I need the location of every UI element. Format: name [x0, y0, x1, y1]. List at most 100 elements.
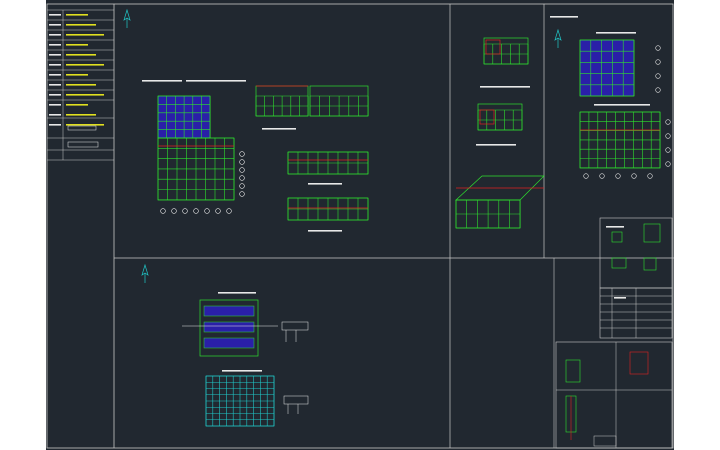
isometric-view-1	[483, 37, 529, 65]
title-row-label	[49, 84, 61, 86]
grid-axis-bubble	[665, 133, 671, 139]
grid-axis-bubble	[239, 191, 245, 197]
grid-axis-bubble	[239, 159, 245, 165]
foundation-plan-title	[222, 370, 262, 372]
title-row-label	[49, 34, 61, 36]
title-row-value	[66, 64, 104, 66]
grid-axis-bubble	[665, 119, 671, 125]
grid-axis-bubble	[665, 161, 671, 167]
isometric-caption	[480, 86, 530, 88]
elevation-caption	[262, 128, 296, 130]
grid-axis-bubble	[655, 87, 661, 93]
plan-title	[186, 80, 246, 82]
grid-axis-bubble	[665, 147, 671, 153]
grid-axis-bubble	[239, 167, 245, 173]
isometric-frame-grid	[455, 199, 521, 229]
title-stamp-box	[67, 141, 99, 148]
title-row-label	[49, 54, 61, 56]
title-row-value	[66, 44, 88, 46]
plan-title	[142, 80, 182, 82]
isometric-view-1-highlight	[485, 39, 501, 55]
connection-detail	[629, 351, 649, 375]
title-row-label	[49, 124, 61, 126]
title-row-label	[49, 64, 61, 66]
cad-drawing-canvas[interactable]	[46, 0, 674, 450]
title-row-label	[49, 74, 61, 76]
foundation-plan-2-grid	[205, 375, 275, 427]
title-row-value	[66, 84, 96, 86]
grid-axis-bubble	[655, 45, 661, 51]
title-row-value	[66, 54, 96, 56]
truss-elevation-2-grid	[309, 95, 369, 117]
title-row-value	[66, 114, 96, 116]
grid-axis-bubble	[160, 208, 166, 214]
right-roof-panel	[579, 39, 635, 97]
title-row-label	[49, 24, 61, 26]
roof-plan-grid	[157, 95, 211, 139]
detail-note-box	[593, 435, 617, 447]
title-row-label	[49, 94, 61, 96]
foundation-section-label	[283, 395, 309, 405]
right-plan-title	[550, 16, 578, 18]
title-row-value	[66, 34, 104, 36]
title-row-label	[49, 114, 61, 116]
north-arrow-icon	[141, 263, 149, 283]
details-frame	[599, 217, 673, 289]
foundation-section-label	[281, 321, 309, 331]
grid-axis-bubble	[615, 173, 621, 179]
title-row-value	[66, 124, 104, 126]
north-arrow-icon	[123, 8, 131, 28]
title-stamp-box	[67, 125, 97, 131]
column-base-detail	[565, 359, 581, 383]
title-row-value	[66, 94, 104, 96]
right-plan-caption	[596, 32, 636, 34]
title-row-label	[49, 14, 61, 16]
grid-axis-bubble	[215, 208, 221, 214]
title-row-label	[49, 44, 61, 46]
grid-axis-bubble	[193, 208, 199, 214]
detail-node-4	[643, 257, 657, 271]
grid-axis-bubble	[239, 175, 245, 181]
grid-axis-bubble	[583, 173, 589, 179]
section-view-2-grid	[287, 197, 369, 221]
isometric-view-2-highlight	[479, 109, 495, 125]
section-caption	[308, 230, 342, 232]
grid-axis-bubble	[655, 59, 661, 65]
drawing-sheet	[46, 0, 674, 450]
details-title	[606, 226, 624, 228]
right-plan-caption	[594, 104, 650, 106]
title-row-value	[66, 14, 88, 16]
foundation-strip	[203, 305, 255, 317]
isometric-view-2	[477, 103, 523, 131]
grid-axis-bubble	[631, 173, 637, 179]
detail-node-3	[611, 257, 627, 269]
foundation-plan-title	[218, 292, 256, 294]
truss-elevation-1-grid	[255, 95, 309, 117]
foundation-strip	[203, 337, 255, 349]
grid-axis-bubble	[204, 208, 210, 214]
grid-axis-bubble	[655, 73, 661, 79]
grid-axis-bubble	[226, 208, 232, 214]
foundation-plan-1	[199, 299, 259, 357]
outer-frame	[46, 3, 674, 449]
foundation-strip	[203, 321, 255, 333]
section-caption	[308, 183, 342, 185]
grid-axis-bubble	[182, 208, 188, 214]
grid-axis-bubble	[239, 151, 245, 157]
grid-axis-bubble	[239, 183, 245, 189]
isometric-view-2-grid	[477, 109, 523, 131]
grid-axis-bubble	[647, 173, 653, 179]
title-row-value	[66, 74, 88, 76]
grid-axis-bubble	[599, 173, 605, 179]
title-row-label	[49, 104, 61, 106]
title-block-text	[614, 297, 626, 299]
detail-node-1	[611, 231, 623, 243]
isometric-caption	[476, 144, 516, 146]
bottom-details-frame	[555, 341, 673, 449]
right-floor-grid	[579, 111, 661, 169]
title-row-value	[66, 104, 88, 106]
section-view-1-grid	[287, 151, 369, 175]
grid-axis-bubble	[171, 208, 177, 214]
north-arrow-icon	[554, 28, 562, 48]
right-roof-grid	[579, 39, 635, 97]
